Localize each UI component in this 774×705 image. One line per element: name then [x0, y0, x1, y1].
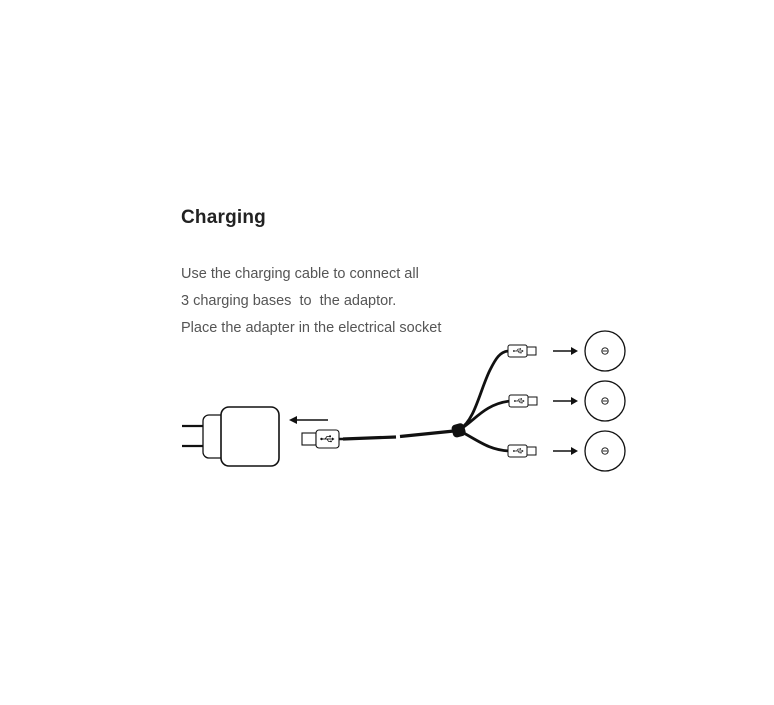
arrow-icon: [553, 347, 578, 355]
page-title: Charging: [181, 207, 266, 228]
wall-charger-icon: [182, 406, 280, 467]
main-cable: [342, 423, 466, 441]
micro-usb-top: [507, 344, 537, 358]
micro-usb-middle: [508, 394, 538, 408]
usb-plug-main: [301, 429, 343, 449]
branch-cables: [459, 349, 511, 453]
arrow-icon: [553, 397, 578, 405]
instruction-line-3: Place the adapter in the electrical sock…: [181, 320, 442, 336]
charging-base-icon: [584, 330, 626, 372]
arrow-icon: [289, 416, 328, 424]
instruction-line-1: Use the charging cable to connect all: [181, 266, 419, 282]
charging-base-icon: [584, 430, 626, 472]
instruction-line-2: 3 charging bases to the adaptor.: [181, 293, 397, 309]
arrow-icon: [553, 447, 578, 455]
charging-base-icon: [584, 380, 626, 422]
micro-usb-bottom: [507, 444, 537, 458]
